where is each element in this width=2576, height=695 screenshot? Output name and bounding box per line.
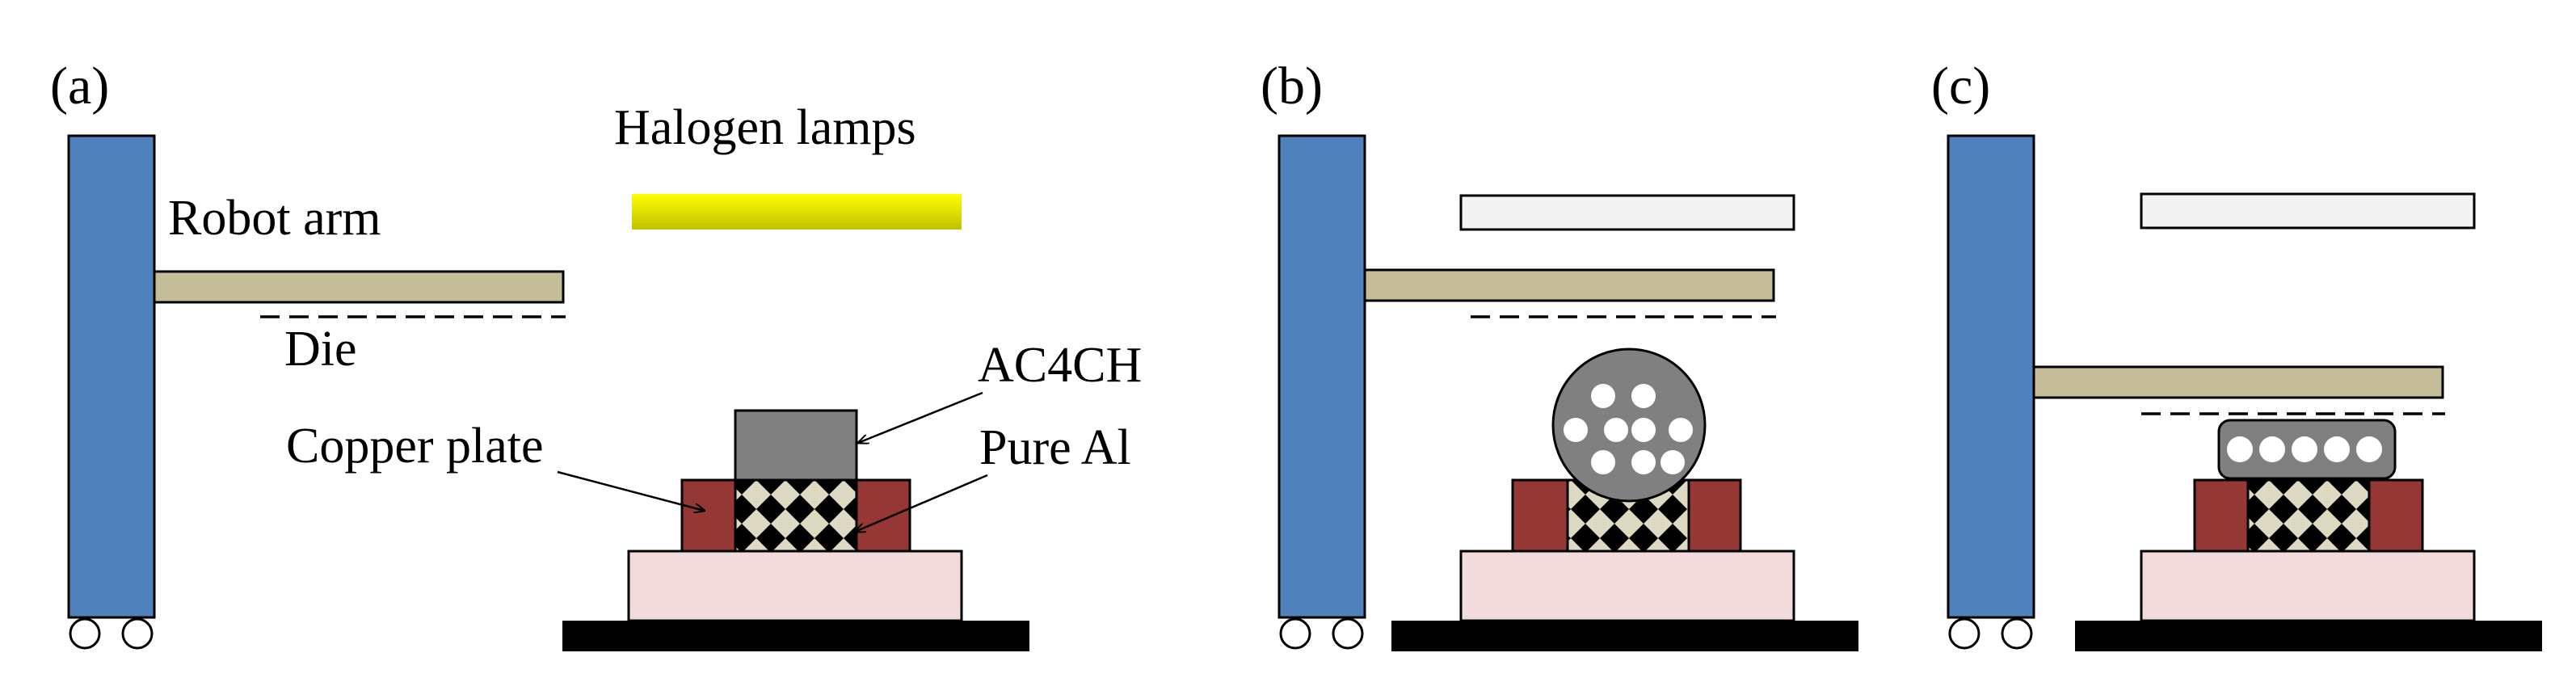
halogen-lamp-off: [1459, 194, 1795, 231]
wheel-icon: [1948, 617, 1980, 650]
robot-column: [1277, 134, 1366, 619]
panel-label-c: (c): [1931, 57, 1990, 116]
base-block: [1459, 550, 1795, 622]
ac4ch-block: [734, 409, 858, 482]
panel-label-b: (b): [1261, 57, 1323, 116]
panel-b: (b): [1261, 57, 1858, 651]
pure-al-block: [734, 478, 858, 553]
ac4ch-label: AC4CH: [978, 338, 1142, 393]
die-label: Die: [284, 322, 357, 377]
wheel-icon: [121, 617, 154, 650]
base-block: [627, 550, 963, 622]
copper-plate-arrow: [557, 470, 705, 511]
copper-plate-label: Copper plate: [286, 419, 544, 474]
wheel-icon: [69, 617, 101, 650]
solid-particles: [1564, 384, 1693, 474]
table: [562, 621, 1029, 651]
robot-column: [67, 134, 156, 619]
panel-c: (c): [1931, 57, 2542, 651]
robot-arm: [2032, 365, 2444, 399]
ac4ch-arrow: [858, 391, 983, 443]
robot-arm: [153, 270, 565, 304]
pure-al-label: Pure Al: [979, 420, 1131, 475]
base-block: [2140, 550, 2476, 622]
wheel-icon: [1332, 617, 1364, 650]
halogen-lamps-label: Halogen lamps: [614, 100, 916, 155]
robot-column: [1947, 134, 2035, 619]
pure-al-arrow: [855, 474, 988, 532]
halogen-lamp-on: [632, 194, 962, 230]
robot-arm: [1363, 268, 1775, 302]
solid-particles: [2227, 436, 2382, 462]
wheel-icon: [1279, 617, 1311, 650]
halogen-lamp-off: [2140, 192, 2476, 230]
pure-al-block: [2246, 478, 2371, 553]
panel-label-a: (a): [50, 57, 109, 116]
wheel-icon: [2001, 617, 2033, 650]
table: [2075, 621, 2542, 651]
table: [1391, 621, 1858, 651]
robot-arm-label: Robot arm: [168, 191, 381, 246]
panel-a: (a) Robot arm Die Halogen lamps AC4CH Pu…: [50, 57, 1142, 651]
